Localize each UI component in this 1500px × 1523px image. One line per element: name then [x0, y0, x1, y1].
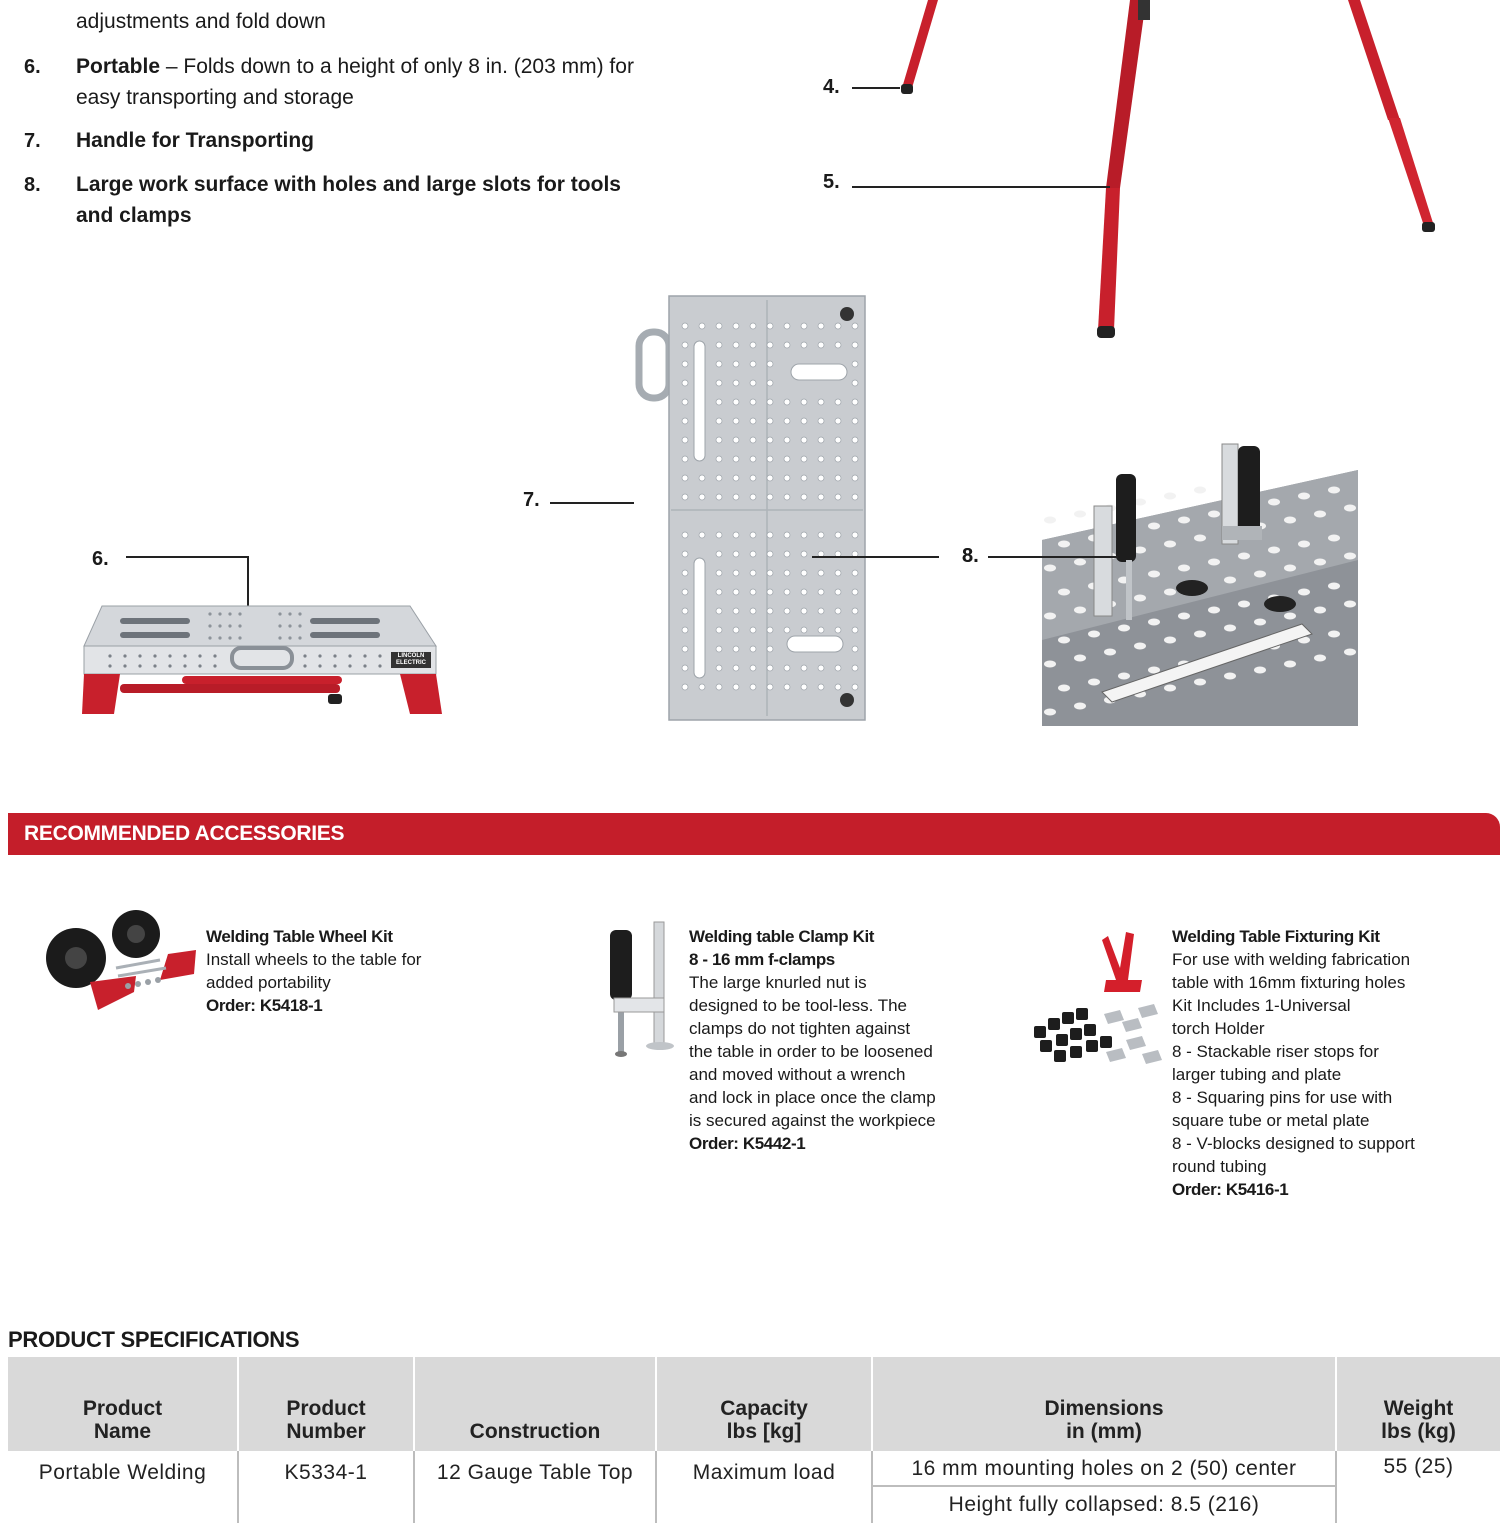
accessory-desc-line: is secured against the workpiece: [689, 1111, 936, 1130]
cell-capacity: Maximum load: [655, 1451, 872, 1523]
specs-title: PRODUCT SPECIFICATIONS: [8, 1327, 300, 1352]
callout-8-secondary: 8.: [962, 545, 979, 567]
callout-4-leader: [852, 87, 900, 89]
clamp-closeup-image: [1042, 443, 1358, 726]
accessory-order: Order: K5418-1: [206, 996, 323, 1015]
accessory-order: Order: K5416-1: [1172, 1180, 1289, 1199]
accessory-desc-line: 8 - Squaring pins for use with: [1172, 1088, 1393, 1107]
accessory-desc-line: The large knurled nut is: [689, 973, 867, 992]
callout-7-leader: [550, 502, 634, 504]
table-legs-image: [901, 0, 1435, 338]
feature-item-6: 6. Portable – Folds down to a height of …: [24, 51, 684, 113]
callout-4: 4.: [823, 76, 840, 98]
accessory-clamp-kit: Welding table Clamp Kit 8 - 16 mm f-clam…: [689, 925, 936, 1155]
accessory-desc-line: and moved without a wrench: [689, 1065, 906, 1084]
accessory-desc-line: For use with welding fabrication: [1172, 950, 1411, 969]
accessory-desc-line: torch Holder: [1172, 1019, 1265, 1038]
cell-weight: 55 (25): [1335, 1451, 1500, 1523]
accessory-desc-line: added portability: [206, 973, 331, 992]
feature-text: adjustments and fold down: [76, 10, 326, 33]
header-construction: Construction: [413, 1357, 656, 1451]
accessory-desc-line: designed to be tool-less. The: [689, 996, 907, 1015]
accessory-desc-line: and lock in place once the clamp: [689, 1088, 936, 1107]
feature-title: Handle for Transporting: [76, 129, 315, 152]
accessory-desc-line: table with 16mm fixturing holes: [1172, 973, 1406, 992]
callout-8: 8.: [962, 545, 979, 567]
callout-8-leader: [812, 556, 939, 558]
accessory-title: Welding Table Fixturing Kit: [1172, 927, 1380, 946]
accessory-desc-line: clamps do not tighten against: [689, 1019, 911, 1038]
callout-6-leader-vertical: [247, 556, 249, 624]
feature-item-7: 7. Handle for Transporting: [24, 125, 684, 156]
callout-5-leader: [852, 186, 1110, 188]
callout-6-leader: [126, 556, 248, 558]
accessory-desc-line: Kit Includes 1-Universal: [1172, 996, 1351, 1015]
callout-8-secondary-leader: [988, 556, 1118, 558]
feature-title: Portable: [76, 55, 161, 78]
accessory-subtitle: 8 - 16 mm f-clamps: [689, 950, 835, 969]
brand-plate: LINCOLN ELECTRIC: [391, 652, 431, 668]
accessory-desc-line: square tube or metal plate: [1172, 1111, 1370, 1130]
feature-item-5: adjustments and fold down: [24, 6, 684, 37]
accessories-banner-title: RECOMMENDED ACCESSORIES: [24, 822, 345, 845]
accessory-desc-line: 8 - Stackable riser stops for: [1172, 1042, 1379, 1061]
clamp-kit-image: [610, 921, 674, 1057]
feature-number: 8.: [24, 174, 41, 196]
accessory-desc-line: larger tubing and plate: [1172, 1065, 1342, 1084]
cell-dimensions: 16 mm mounting holes on 2 (50) center He…: [871, 1451, 1336, 1523]
accessory-desc-line: 8 - V-blocks designed to support: [1172, 1134, 1415, 1153]
feature-item-8: 8. Large work surface with holes and lar…: [24, 169, 644, 231]
cell-product-number: K5334-1: [237, 1451, 414, 1523]
feature-number: 6.: [24, 56, 41, 78]
callout-6: 6.: [92, 548, 109, 570]
feature-text: – Folds down to a height of only 8 in. (…: [76, 55, 634, 109]
callout-5: 5.: [823, 171, 840, 193]
folded-table-image: [82, 605, 442, 714]
cell-product-name: Portable Welding: [38, 1461, 207, 1484]
table-row: Portable Welding K5334-1 12 Gauge Table …: [8, 1451, 1500, 1523]
dimension-line: Height fully collapsed: 8.5 (216): [948, 1493, 1260, 1516]
accessory-title: Welding Table Wheel Kit: [206, 927, 393, 946]
feature-number: 7.: [24, 130, 41, 152]
feature-title: Large work surface with holes and large …: [76, 173, 621, 227]
accessory-desc-line: round tubing: [1172, 1157, 1267, 1176]
fixturing-kit-image: [1034, 932, 1162, 1064]
accessory-wheel-kit: Welding Table Wheel Kit Install wheels t…: [206, 925, 421, 1017]
accessory-desc-line: the table in order to be loosened: [689, 1042, 933, 1061]
accessory-desc-line: Install wheels to the table for: [206, 950, 422, 969]
dimension-line: 16 mm mounting holes on 2 (50) center: [873, 1451, 1335, 1487]
accessory-order: Order: K5442-1: [689, 1134, 806, 1153]
accessory-title: Welding table Clamp Kit: [689, 927, 875, 946]
wheel-kit-image: [46, 910, 196, 1010]
table-top-image: [635, 295, 866, 721]
cell-construction: 12 Gauge Table Top: [413, 1451, 656, 1523]
accessories-banner: RECOMMENDED ACCESSORIES: [8, 813, 1500, 855]
accessory-fixturing-kit: Welding Table Fixturing Kit For use with…: [1172, 925, 1415, 1201]
callout-7: 7.: [523, 489, 540, 511]
